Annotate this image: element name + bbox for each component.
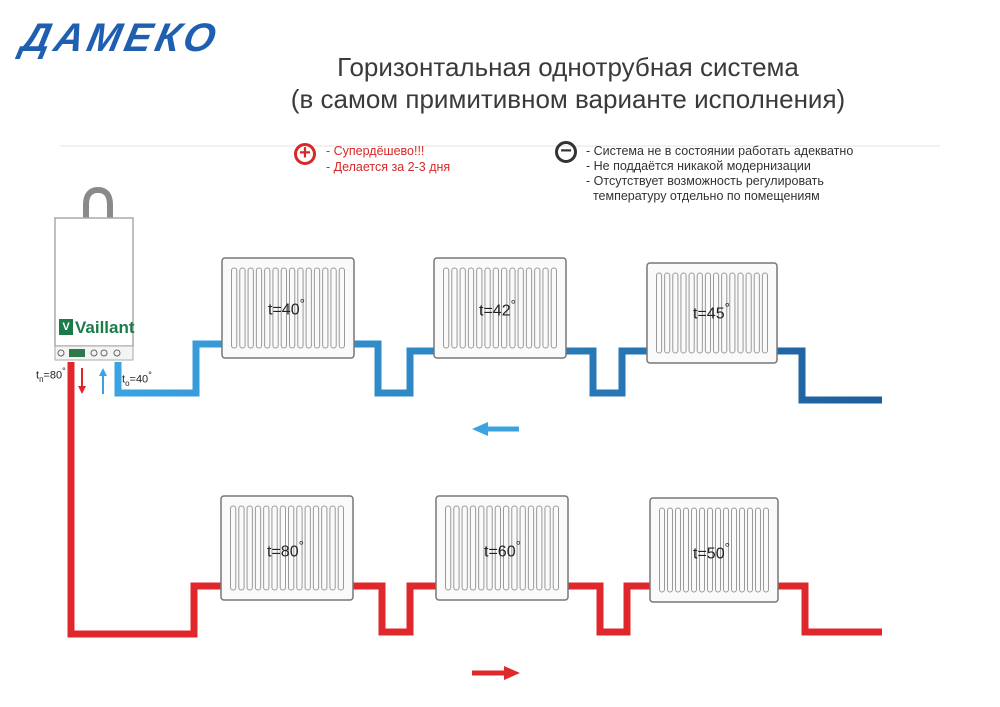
- return-pipe: [114, 340, 882, 404]
- radiator: [220, 495, 354, 601]
- supply-temperature: tп=80°: [36, 366, 66, 384]
- vaillant-logo-icon: V: [59, 319, 73, 335]
- flow-arrow-left: [472, 422, 519, 436]
- advantage-item: - Супердёшево!!!: [326, 144, 425, 158]
- radiator-temp-label: t=45°: [693, 300, 730, 323]
- advantage-item: - Делается за 2-3 дня: [326, 160, 451, 174]
- radiator: [435, 495, 569, 601]
- radiator: [646, 262, 778, 364]
- radiators: [220, 257, 779, 603]
- radiator-temp-label: t=80°: [267, 538, 304, 561]
- hot-supply-pipe: [67, 362, 882, 638]
- radiator: [433, 257, 567, 359]
- radiator-temp-label: t=42°: [479, 297, 516, 320]
- plus-circle-icon: +: [294, 143, 316, 165]
- radiator-temp-label: t=40°: [268, 296, 305, 319]
- disadvantage-item: - Не поддаётся никакой модернизации: [586, 159, 811, 173]
- boiler-flow-arrows: [78, 368, 107, 394]
- boiler-brand: Vaillant: [75, 318, 135, 337]
- disadvantage-item: - Система не в состоянии работать адеква…: [586, 144, 854, 158]
- radiator-temp-label: t=60°: [484, 538, 521, 561]
- flow-arrow-right: [472, 666, 520, 680]
- minus-circle-icon: −: [555, 141, 577, 163]
- return-temperature: tо=40°: [122, 370, 152, 388]
- page-title: Горизонтальная однотрубная система: [337, 52, 799, 82]
- radiator: [221, 257, 355, 359]
- disadvantage-item: - Отсутствует возможность регулировать: [586, 174, 824, 188]
- page-subtitle: (в самом примитивном варианте исполнения…: [290, 84, 846, 114]
- disadvantage-item: температуру отдельно по помещениям: [586, 189, 820, 203]
- radiator: [649, 497, 779, 603]
- radiator-temp-label: t=50°: [693, 540, 730, 563]
